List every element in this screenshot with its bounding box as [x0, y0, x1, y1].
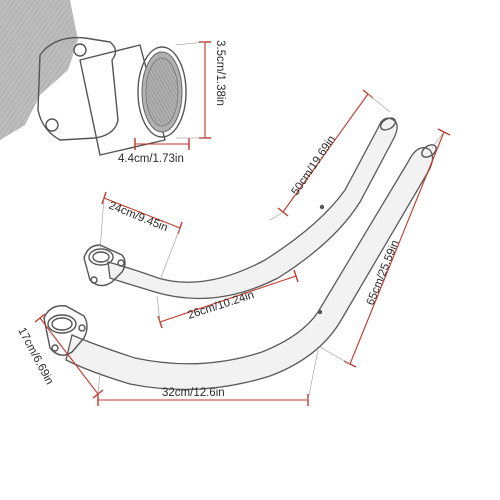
upper-tip-length-label: 50cm/19.69in	[290, 134, 339, 198]
inset-height-label: 3.5cm/1.38in	[214, 40, 226, 106]
lower-horizontal-label: 32cm/12.6in	[162, 387, 225, 399]
upper-exhaust-pipe	[83, 117, 398, 300]
inset-flange-closeup: 3.5cm/1.38in 4.4cm/1.73in	[0, 0, 226, 165]
upper-flange-offset-label: 24cm/9.45in	[107, 200, 170, 235]
inset-width-label: 4.4cm/1.73in	[118, 153, 184, 165]
lower-flange-height-label: 17cm/6.69in	[15, 326, 55, 387]
lower-exhaust-pipe	[43, 144, 437, 391]
